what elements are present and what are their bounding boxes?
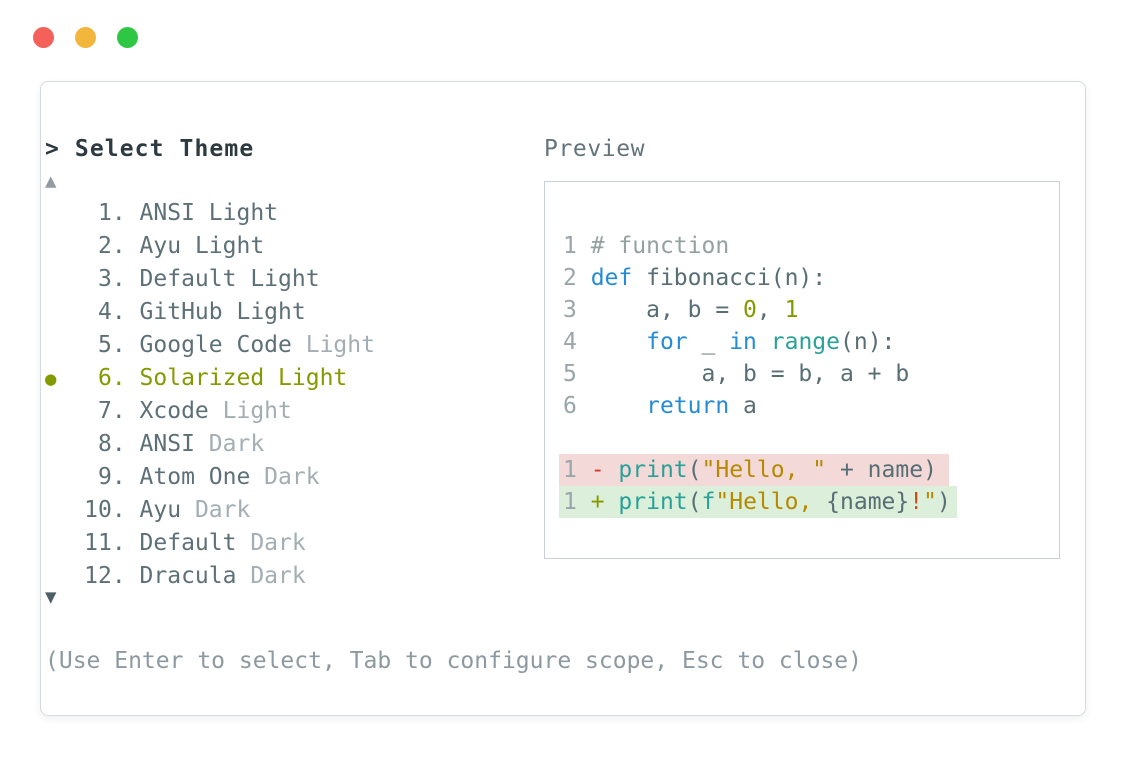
code-line: 5 a, b = b, a + b [563, 361, 910, 387]
theme-list-item[interactable]: 10. Ayu Dark [56, 497, 251, 523]
diff-line-added: 1 + print(f"Hello, {name}!") [559, 486, 957, 518]
theme-list-item[interactable]: ● 6. Solarized Light [45, 365, 348, 391]
code-line: 1 # function [563, 233, 730, 259]
keyboard-hint: (Use Enter to select, Tab to configure s… [45, 648, 862, 674]
preview-box: 1 # function 2 def fibonacci(n): 3 a, b = … [544, 181, 1060, 559]
close-button-icon[interactable] [33, 27, 54, 48]
theme-list-item[interactable]: 11. Default Dark [56, 530, 306, 556]
theme-list: 1. ANSI Light 2. Ayu Light 3. Default Li… [45, 197, 375, 593]
code-line: 2 def fibonacci(n): [563, 265, 827, 291]
code-line: 4 for _ in range(n): [563, 329, 896, 355]
theme-list-item[interactable]: 4. GitHub Light [56, 299, 306, 325]
scroll-up-icon[interactable]: ▲ [45, 170, 57, 192]
theme-list-item[interactable]: 8. ANSI Dark [56, 431, 265, 457]
window-controls [33, 27, 138, 48]
select-theme-prompt: > Select Theme [45, 136, 255, 162]
theme-picker-panel: > Select Theme Preview ▲ 1. ANSI Light 2… [40, 81, 1086, 716]
theme-list-item[interactable]: 5. Google Code Light [56, 332, 375, 358]
scroll-down-icon[interactable]: ▼ [45, 586, 57, 608]
theme-list-item[interactable]: 1. ANSI Light [56, 200, 279, 226]
maximize-button-icon[interactable] [117, 27, 138, 48]
minimize-button-icon[interactable] [75, 27, 96, 48]
diff-line-removed: 1 - print("Hello, " + name) [559, 454, 949, 486]
theme-list-item[interactable]: 7. Xcode Light [56, 398, 292, 424]
theme-list-item[interactable]: 12. Dracula Dark [56, 563, 306, 589]
code-line: 6 return a [563, 393, 757, 419]
theme-list-item[interactable]: 9. Atom One Dark [56, 464, 320, 490]
code-preview: 1 # function 2 def fibonacci(n): 3 a, b = … [563, 230, 909, 422]
theme-list-item[interactable]: 3. Default Light [56, 266, 320, 292]
theme-list-item[interactable]: 2. Ayu Light [56, 233, 265, 259]
diff-preview: 1 - print("Hello, " + name)1 + print(f"H… [559, 454, 957, 518]
code-line: 3 a, b = 0, 1 [563, 297, 799, 323]
preview-label: Preview [544, 136, 646, 162]
